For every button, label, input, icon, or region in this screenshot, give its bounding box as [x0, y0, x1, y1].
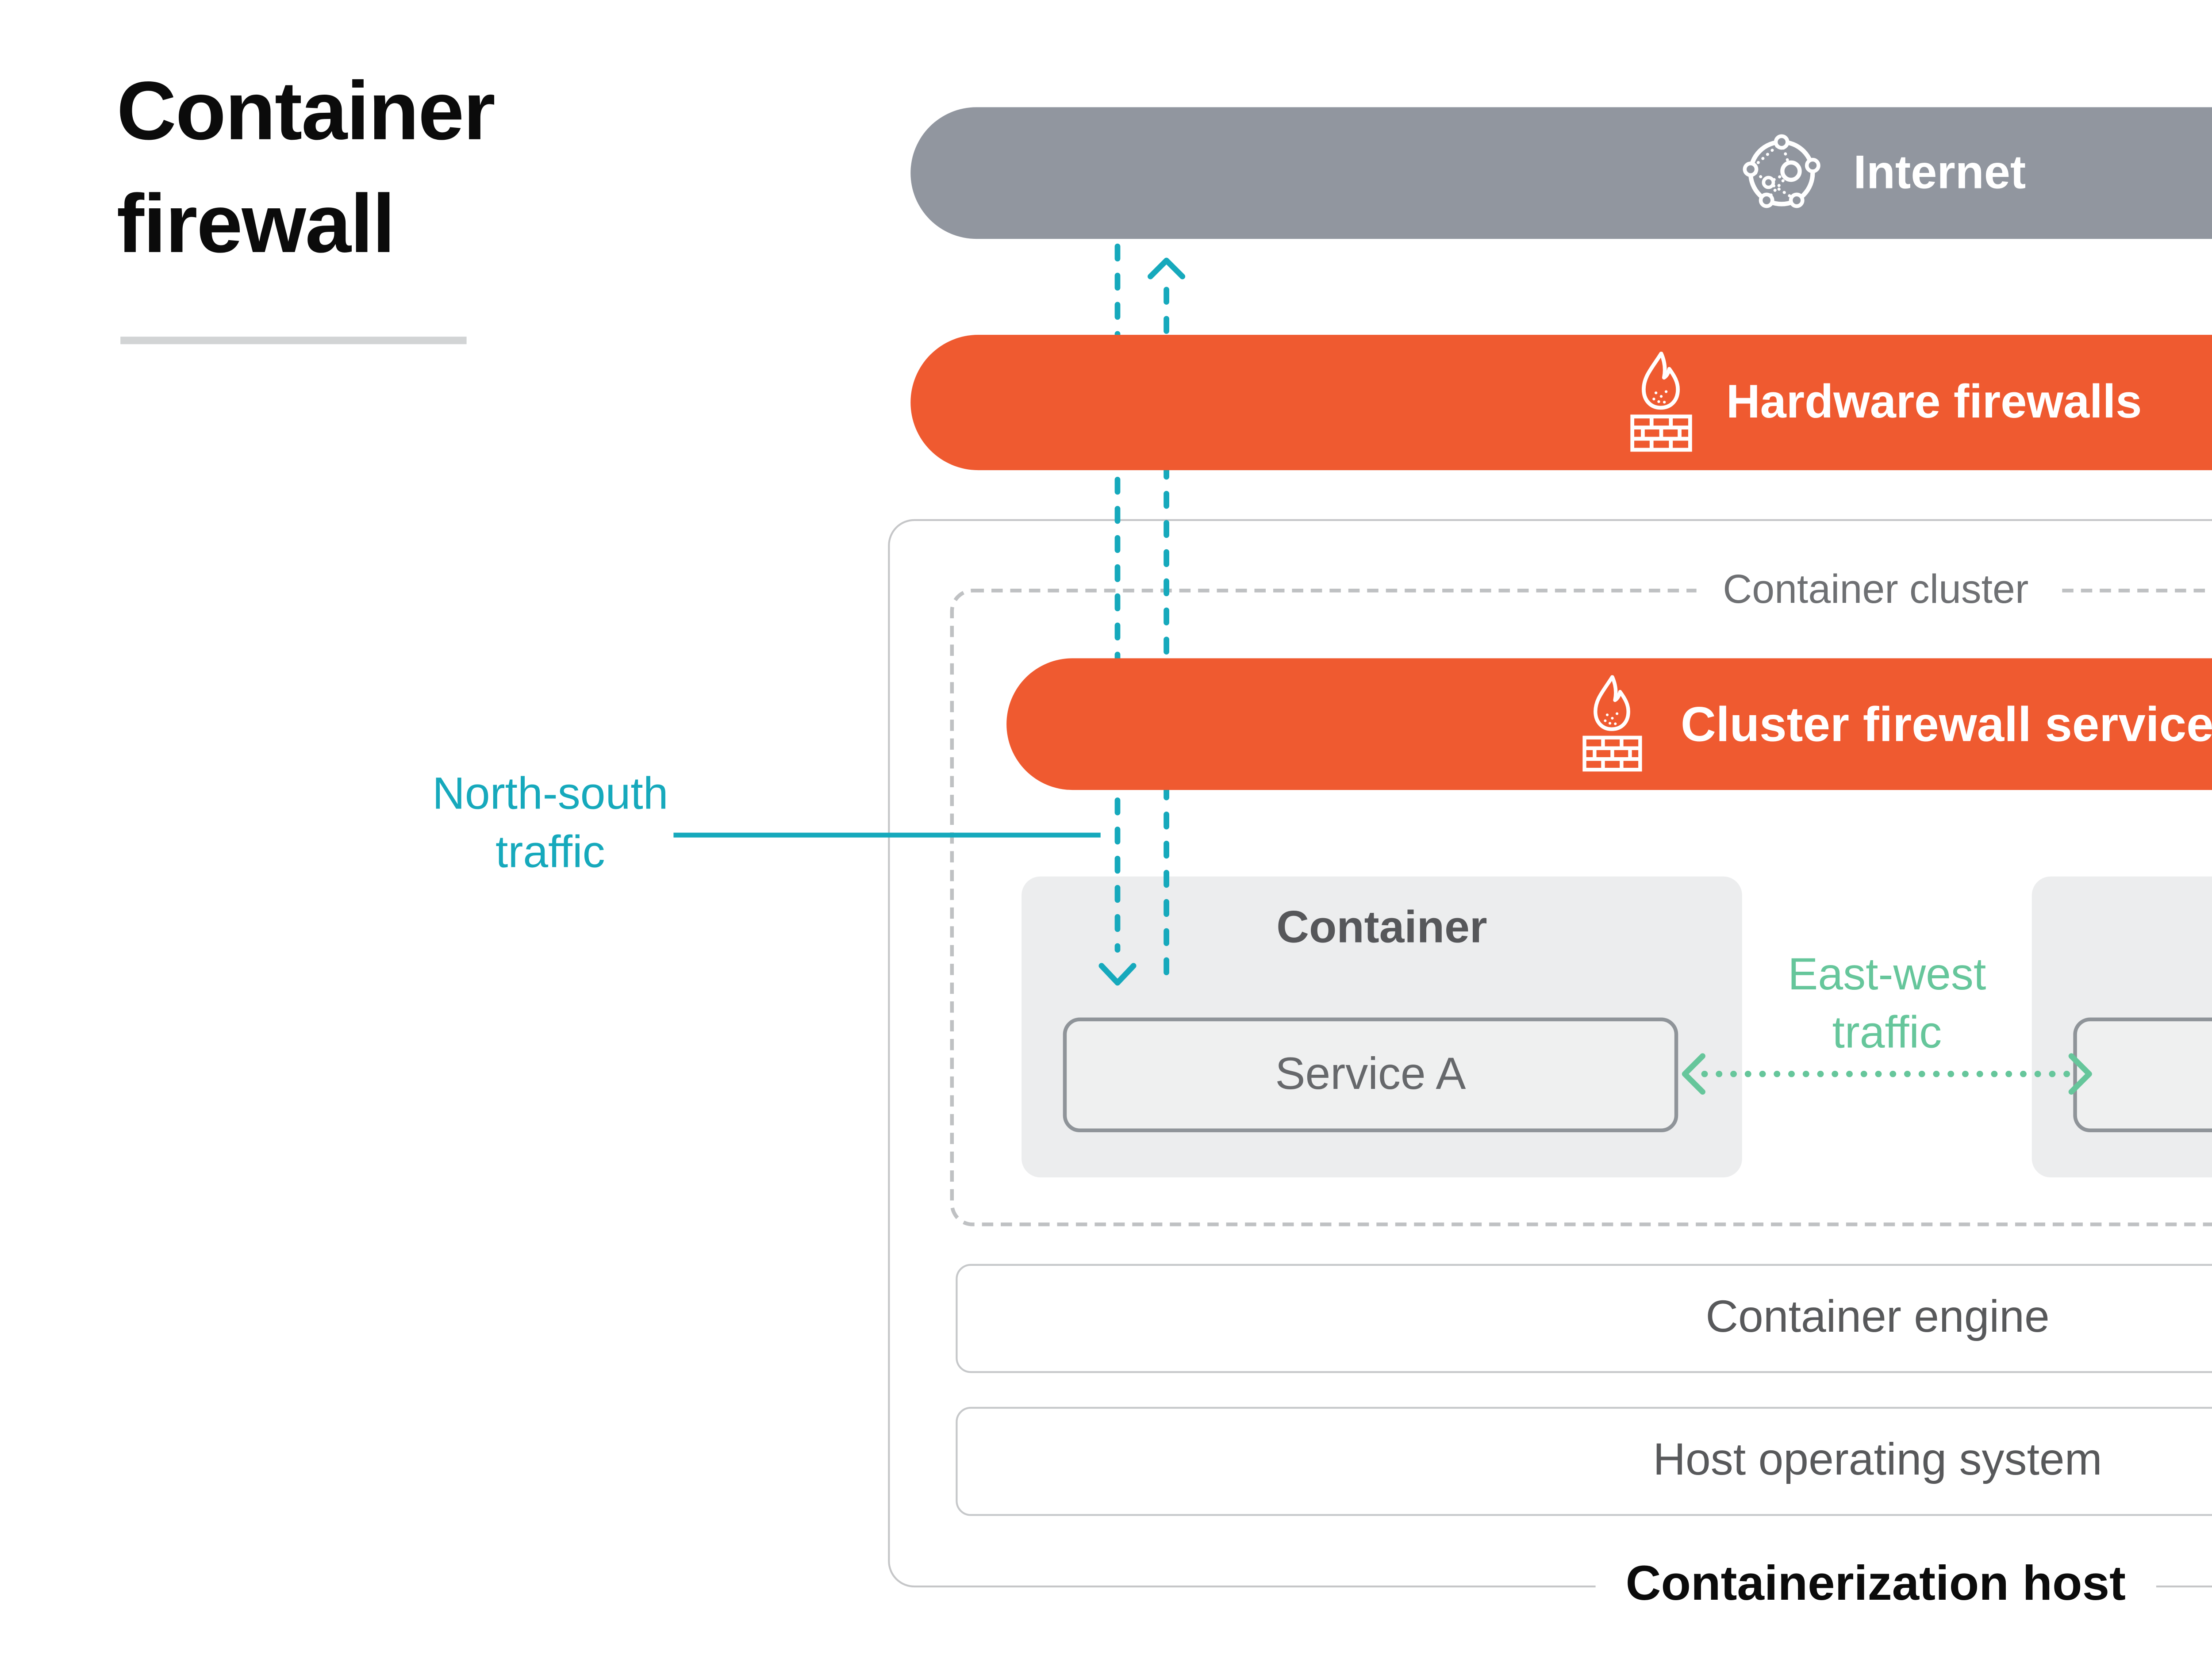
- page-title: Container firewall: [117, 57, 907, 282]
- container-engine-label: Container engine: [1705, 1292, 2050, 1343]
- firewall-icon: [1629, 352, 1691, 452]
- north-south-traffic-label: North-south traffic: [432, 769, 668, 878]
- container-box-a: Container Service A: [1022, 876, 1742, 1178]
- hardware-firewalls-label: Hardware firewalls: [1726, 375, 2142, 428]
- container-title: Container: [1276, 903, 1487, 954]
- container-cluster-label: Container cluster: [1696, 567, 2055, 614]
- container-engine-bar: Container engine: [956, 1264, 2212, 1373]
- host-operating-system-label: Host operating system: [1653, 1435, 2102, 1486]
- hardware-firewalls-bar: Hardware firewalls: [910, 334, 2212, 471]
- service-a-box: Service A: [1063, 1017, 1678, 1133]
- host-operating-system-bar: Host operating system: [956, 1406, 2212, 1516]
- page-title-line1: Container: [116, 65, 495, 158]
- cluster-firewall-service-label: Cluster firewall service: [1681, 695, 2212, 751]
- network-globe-icon: [1743, 134, 1821, 208]
- internet-label: Internet: [1853, 146, 2026, 199]
- page-title-line2: firewall: [116, 178, 396, 271]
- title-divider: [120, 337, 467, 345]
- service-a-label: Service A: [1275, 1048, 1466, 1100]
- containerization-host-label: Containerization host: [1595, 1554, 2156, 1613]
- east-west-traffic-label: East-west traffic: [1788, 950, 1986, 1059]
- cluster-firewall-service-bar: Cluster firewall service: [1006, 658, 2212, 790]
- firewall-icon: [1583, 675, 1643, 772]
- internet-bar: Internet: [910, 107, 2212, 239]
- container-cluster-box: [950, 589, 2212, 1226]
- container-box-b: Container Service B: [2032, 876, 2212, 1178]
